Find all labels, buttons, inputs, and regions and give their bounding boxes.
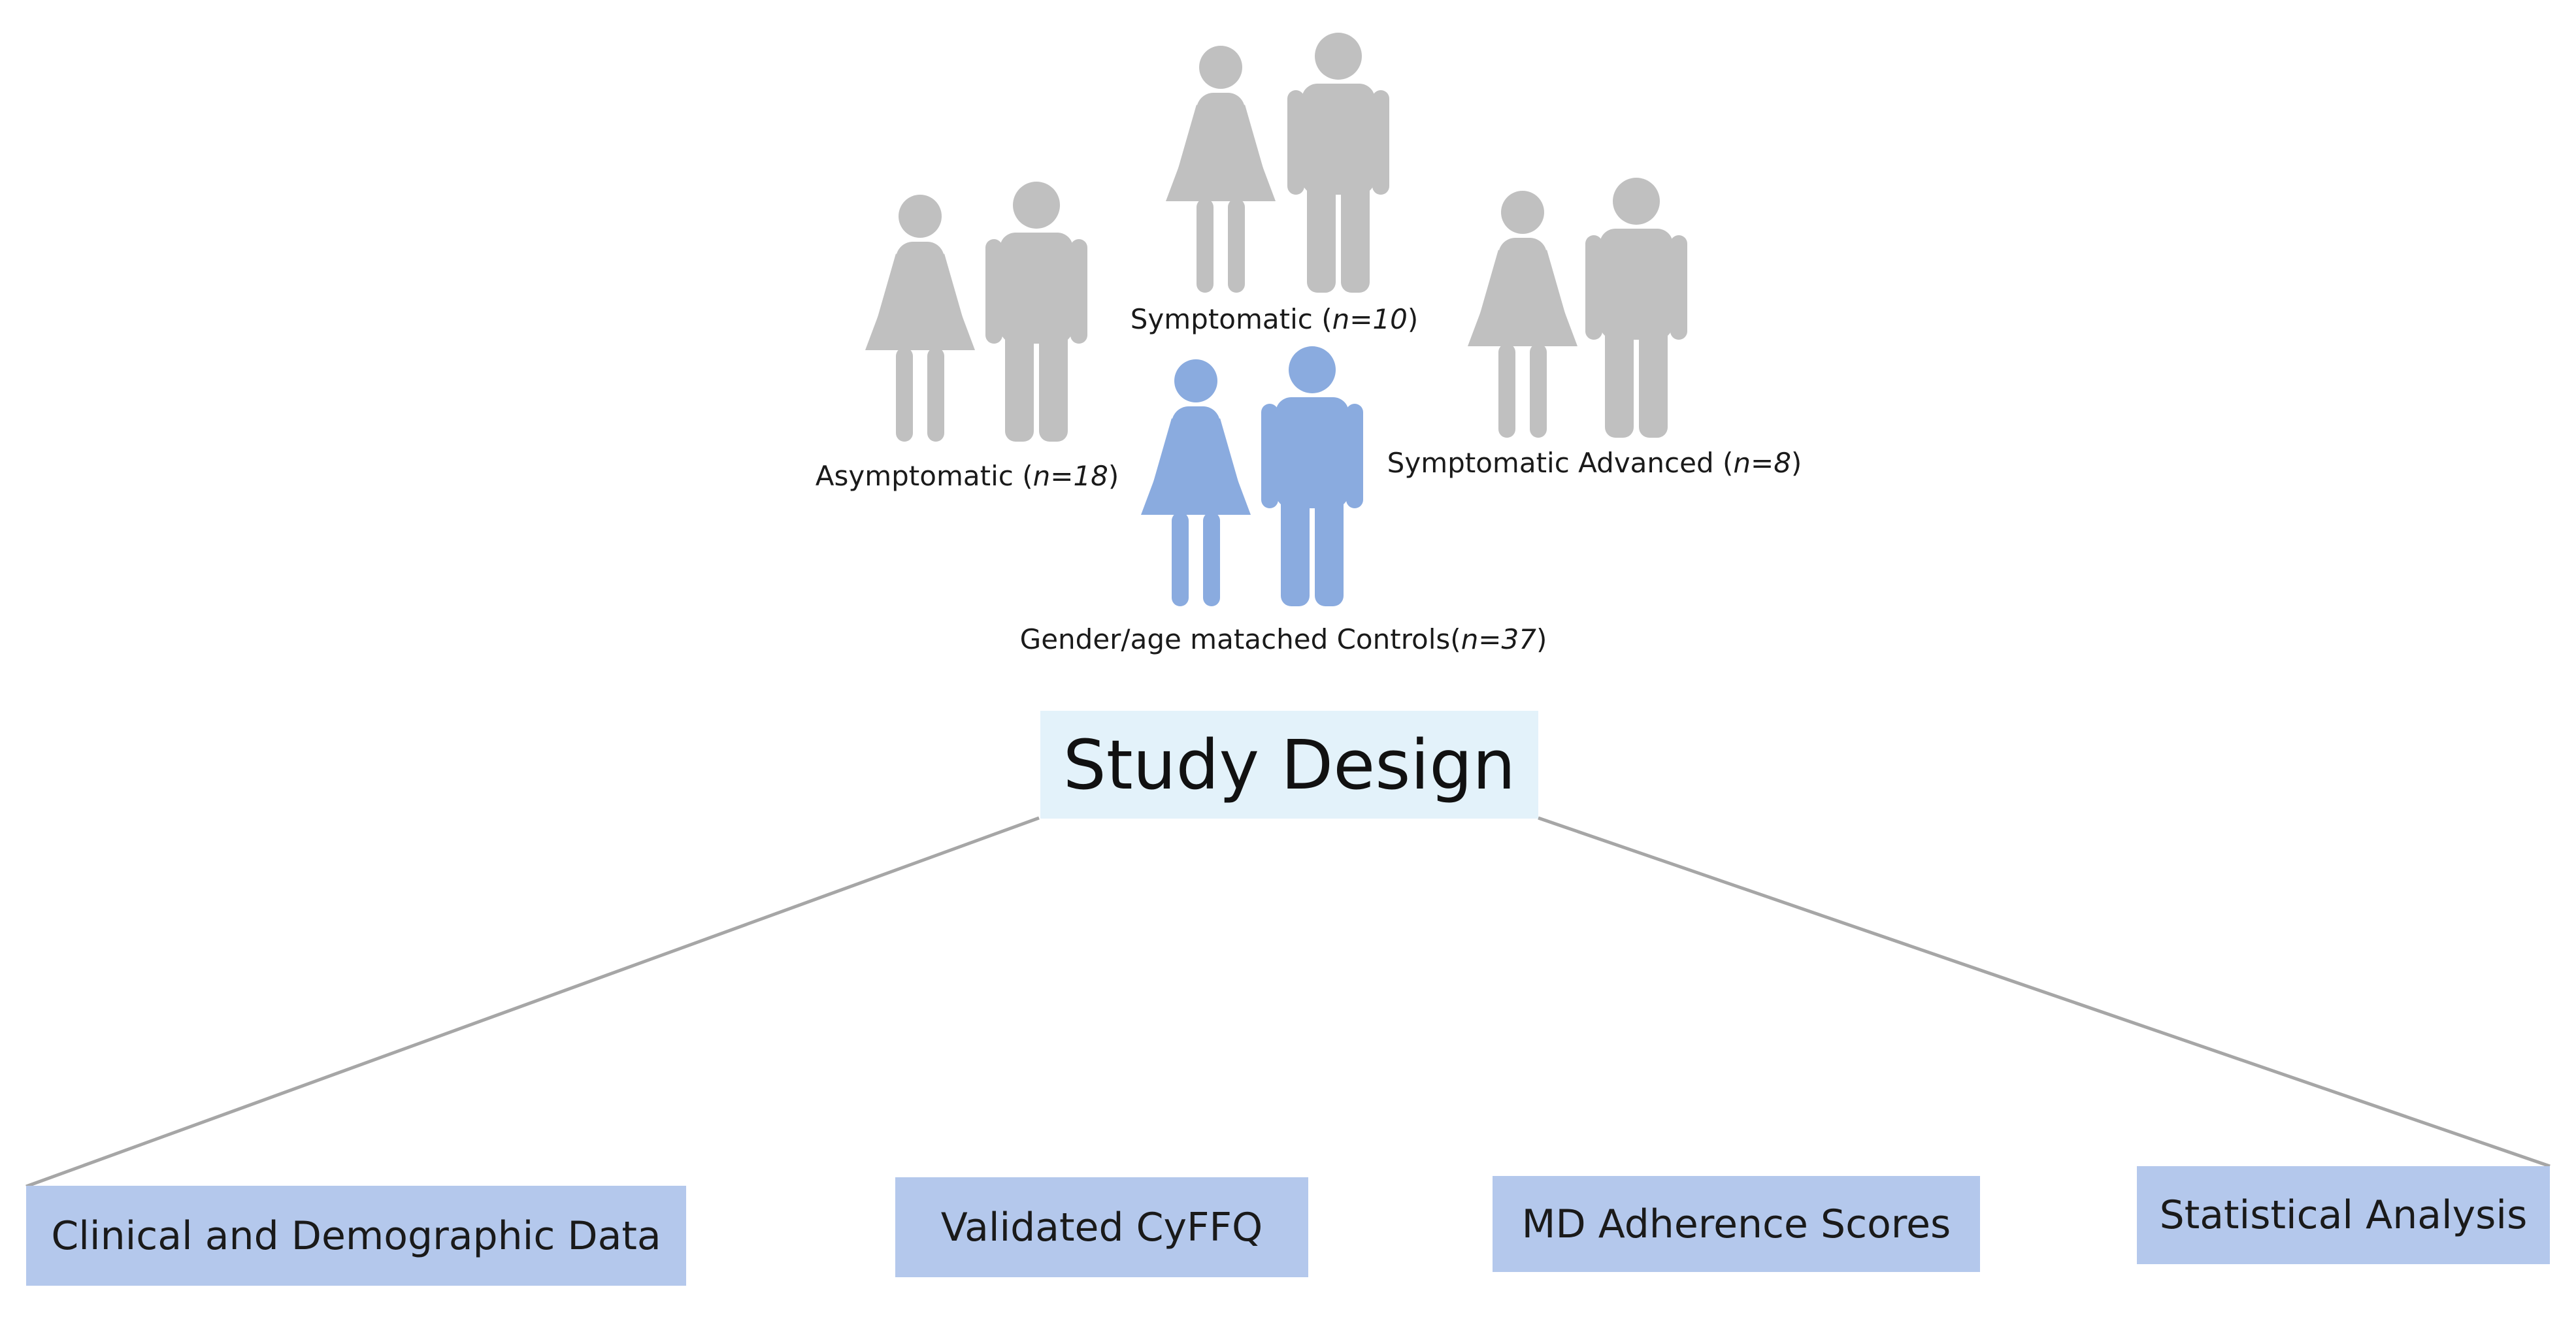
group-label-asymptomatic: Asymptomatic (n=18) (815, 460, 1119, 492)
group-label-advanced: Symptomatic Advanced (n=8) (1387, 447, 1802, 479)
group-label-symptomatic: Symptomatic (n=10) (1130, 303, 1419, 335)
group-count: n=18 (1032, 460, 1108, 492)
male-person-icon (1287, 33, 1389, 293)
female-person-icon (1141, 359, 1251, 606)
box-label: Clinical and Demographic Data (51, 1213, 661, 1259)
clinical-demographic-box: Clinical and Demographic Data (26, 1186, 686, 1286)
male-person-icon (985, 182, 1087, 442)
study-design-title: Study Design (1063, 725, 1516, 805)
group-name: Asymptomatic (815, 460, 1014, 492)
box-label: Validated CyFFQ (940, 1204, 1263, 1250)
group-name: Gender/age matached Controls (1019, 623, 1451, 655)
connector-right (1538, 816, 2551, 1168)
group-count: n=37 (1461, 623, 1536, 655)
connector-left (25, 816, 1040, 1188)
female-person-icon (1468, 191, 1577, 438)
box-label: Statistical Analysis (2159, 1192, 2528, 1238)
group-name: Symptomatic (1130, 303, 1313, 335)
female-person-icon (1166, 46, 1276, 293)
male-person-icon (1261, 346, 1363, 606)
study-design-box: Study Design (1040, 711, 1538, 819)
male-person-icon (1585, 178, 1687, 438)
group-name: Symptomatic Advanced (1387, 447, 1714, 479)
female-person-icon (865, 195, 975, 442)
validated-cyffq-box: Validated CyFFQ (895, 1177, 1308, 1277)
statistical-analysis-box: Statistical Analysis (2137, 1166, 2550, 1264)
group-count: n=10 (1332, 303, 1408, 335)
box-label: MD Adherence Scores (1521, 1201, 1951, 1247)
group-count: n=8 (1733, 447, 1791, 479)
md-adherence-box: MD Adherence Scores (1493, 1176, 1980, 1272)
group-label-controls: Gender/age matached Controls(n=37) (1019, 623, 1547, 655)
